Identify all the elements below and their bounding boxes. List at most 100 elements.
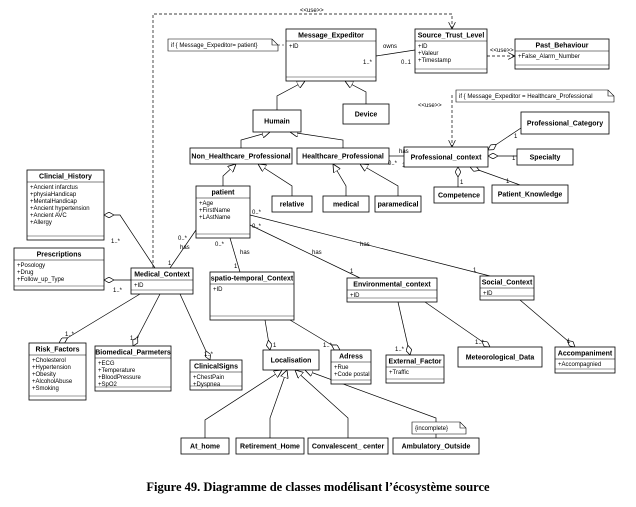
assoc-localisation — [264, 319, 270, 350]
class-attribute: +Posology — [17, 263, 45, 269]
class-source-trust-level: Source_Trust_Level+ID+Valeur+Timestamp — [414, 28, 488, 74]
assoc-owns — [375, 49, 416, 57]
class-name: Clincial_History — [39, 174, 92, 181]
assoc-use-top — [152, 13, 452, 268]
assoc-patient-medical — [169, 229, 197, 269]
mult-patient-b: 0..* — [215, 242, 225, 248]
class-humain: Humain — [252, 109, 302, 133]
class-attribute: +ID — [483, 291, 493, 297]
mult-social: 1 — [473, 268, 477, 274]
mult-trust: 0..1 — [401, 60, 412, 66]
class-name: Accompaniment — [558, 351, 613, 358]
class-name: Specialty — [530, 155, 561, 162]
class-healthcare-professional: Healthcare_Professional — [296, 147, 390, 165]
class-spatio-temporal-context: spatio-temporal_Context+ID — [209, 271, 295, 321]
class-attribute: +ID — [134, 283, 144, 289]
class-accompaniment: Accompaniment +Accompagnied — [554, 346, 616, 374]
class-name: patient — [212, 190, 236, 197]
label-has-medical: has — [180, 245, 190, 251]
figure-caption: Figure 49. Diagramme de classes modélisa… — [146, 480, 490, 494]
class-message-expeditor: Message_Expeditor+ID — [285, 28, 377, 82]
class-name: medical — [333, 202, 359, 209]
assoc-patient-spatio — [229, 237, 241, 273]
notes: if { Message_Expeditor= patient} if { Mes… — [167, 38, 615, 435]
class-name: paramedical — [378, 202, 419, 209]
class-attribute: +Follow_up_Type — [17, 277, 65, 283]
class-past-behaviour: Past_Behaviour+False_Alarm_Number — [514, 38, 610, 70]
class-attribute: +Ancient AVC — [30, 213, 67, 219]
class-name: Prescriptions — [37, 252, 82, 259]
mult-hc-prof: 0..* — [388, 161, 398, 167]
class-device: Device — [342, 103, 390, 125]
class-attribute: +Valeur — [418, 51, 438, 57]
class-name: Device — [355, 112, 378, 119]
class-attribute: +Obesity — [32, 372, 56, 378]
class-adress: Adress+Rue+Code postal — [330, 349, 372, 385]
class-prescriptions: Prescriptions +Posology+Drug+Follow_up_Ty… — [13, 247, 105, 291]
note-expeditor-patient: if { Message_Expeditor= patient} — [167, 38, 286, 52]
class-name: Non_Healthcare_Professional — [191, 154, 290, 161]
inheritance-non-hc — [240, 132, 270, 148]
class-medical: medical — [322, 195, 370, 213]
mult-spatio: 1 — [234, 264, 238, 270]
class-attribute: +physiaHandicap — [30, 192, 77, 198]
label-has-env: has — [312, 250, 322, 256]
class-attribute: +Allergy — [30, 220, 52, 226]
class-attribute: +Rue — [334, 365, 349, 371]
assoc-meteorological — [424, 301, 490, 347]
inheritance-hc — [290, 132, 344, 148]
class-name: At_home — [190, 444, 220, 451]
assoc-risk — [59, 293, 141, 343]
class-attribute: +AlcoholAbuse — [32, 379, 73, 385]
mult-meteorological: 1..* — [475, 340, 485, 346]
class-localisation: Localisation — [262, 349, 320, 371]
class-attribute: +Drug — [17, 270, 34, 276]
class-attribute: +Code postal — [334, 372, 370, 378]
label-owns: owns — [383, 44, 397, 50]
class-attribute: +Timestamp — [418, 58, 452, 64]
inheritance-humain — [276, 81, 305, 110]
assoc-clinical-signs — [179, 293, 210, 360]
class-boxes: Message_Expeditor+IDDeviceHumainNon_Heal… — [13, 28, 616, 455]
mult-knowledge: 1 — [506, 179, 510, 185]
mult-biomedical: 1..* — [130, 336, 140, 342]
class-name: Source_Trust_Level — [418, 33, 485, 40]
class-attribute: +Hypertension — [32, 365, 71, 371]
class-convalescent-center: Convalescent_ center — [307, 437, 389, 455]
class-name: Competence — [438, 193, 480, 200]
class-medical-context: Medical_Context+ID — [130, 267, 194, 295]
class-environmental-context: Environmental_context+ID — [346, 277, 438, 303]
class-attribute: +Temperature — [98, 368, 136, 374]
class-name: Healthcare_Professional — [302, 154, 384, 161]
class-name: Message_Expeditor — [298, 33, 364, 40]
class-biomedical-parmeters: Biomedical_Parmeters+ECG+Temperature+Blo… — [94, 345, 172, 392]
class-attribute: +BloodPressure — [98, 375, 142, 381]
inheritance-paramedical — [360, 164, 399, 196]
class-paramedical: paramedical — [374, 195, 422, 213]
inheritance-retirement — [269, 370, 287, 438]
class-name: Retirement_Home — [240, 444, 300, 451]
class-at-home: At_home — [180, 437, 230, 455]
mult-competence: 1 — [460, 180, 464, 186]
relationship-labels: <<use>><<use>><<use>>owns1..*0..1has0..*… — [65, 8, 571, 358]
inheritance-at-home — [204, 370, 282, 438]
class-attribute: +Ancient infarctus — [30, 185, 78, 191]
note-expeditor-hc: if { Message_Expeditor = Healthcare_Prof… — [455, 89, 615, 103]
assoc-external-factor — [397, 301, 410, 355]
class-name: Environmental_context — [353, 282, 431, 289]
mult-localisation: 1 — [273, 343, 277, 349]
mult-history: 1..* — [111, 239, 121, 245]
mult-patient-a: 0..* — [178, 236, 188, 242]
class-attribute: +ID — [213, 287, 223, 293]
mult-specialty: 1 — [512, 156, 516, 162]
class-ambulatory-outside: Ambulatory_Outside — [392, 437, 480, 455]
class-name: Biomedical_Parmeters — [95, 350, 171, 357]
class-professional-category: Professional_Category — [520, 111, 610, 135]
class-name: Social_Context — [482, 280, 533, 287]
class-name: relative — [280, 202, 305, 209]
class-attribute: +Accompagnied — [558, 362, 601, 368]
class-relative: relative — [271, 195, 313, 213]
class-name: Risk_Factors — [36, 347, 80, 354]
assoc-history — [104, 215, 156, 269]
class-name: Humain — [264, 119, 290, 126]
